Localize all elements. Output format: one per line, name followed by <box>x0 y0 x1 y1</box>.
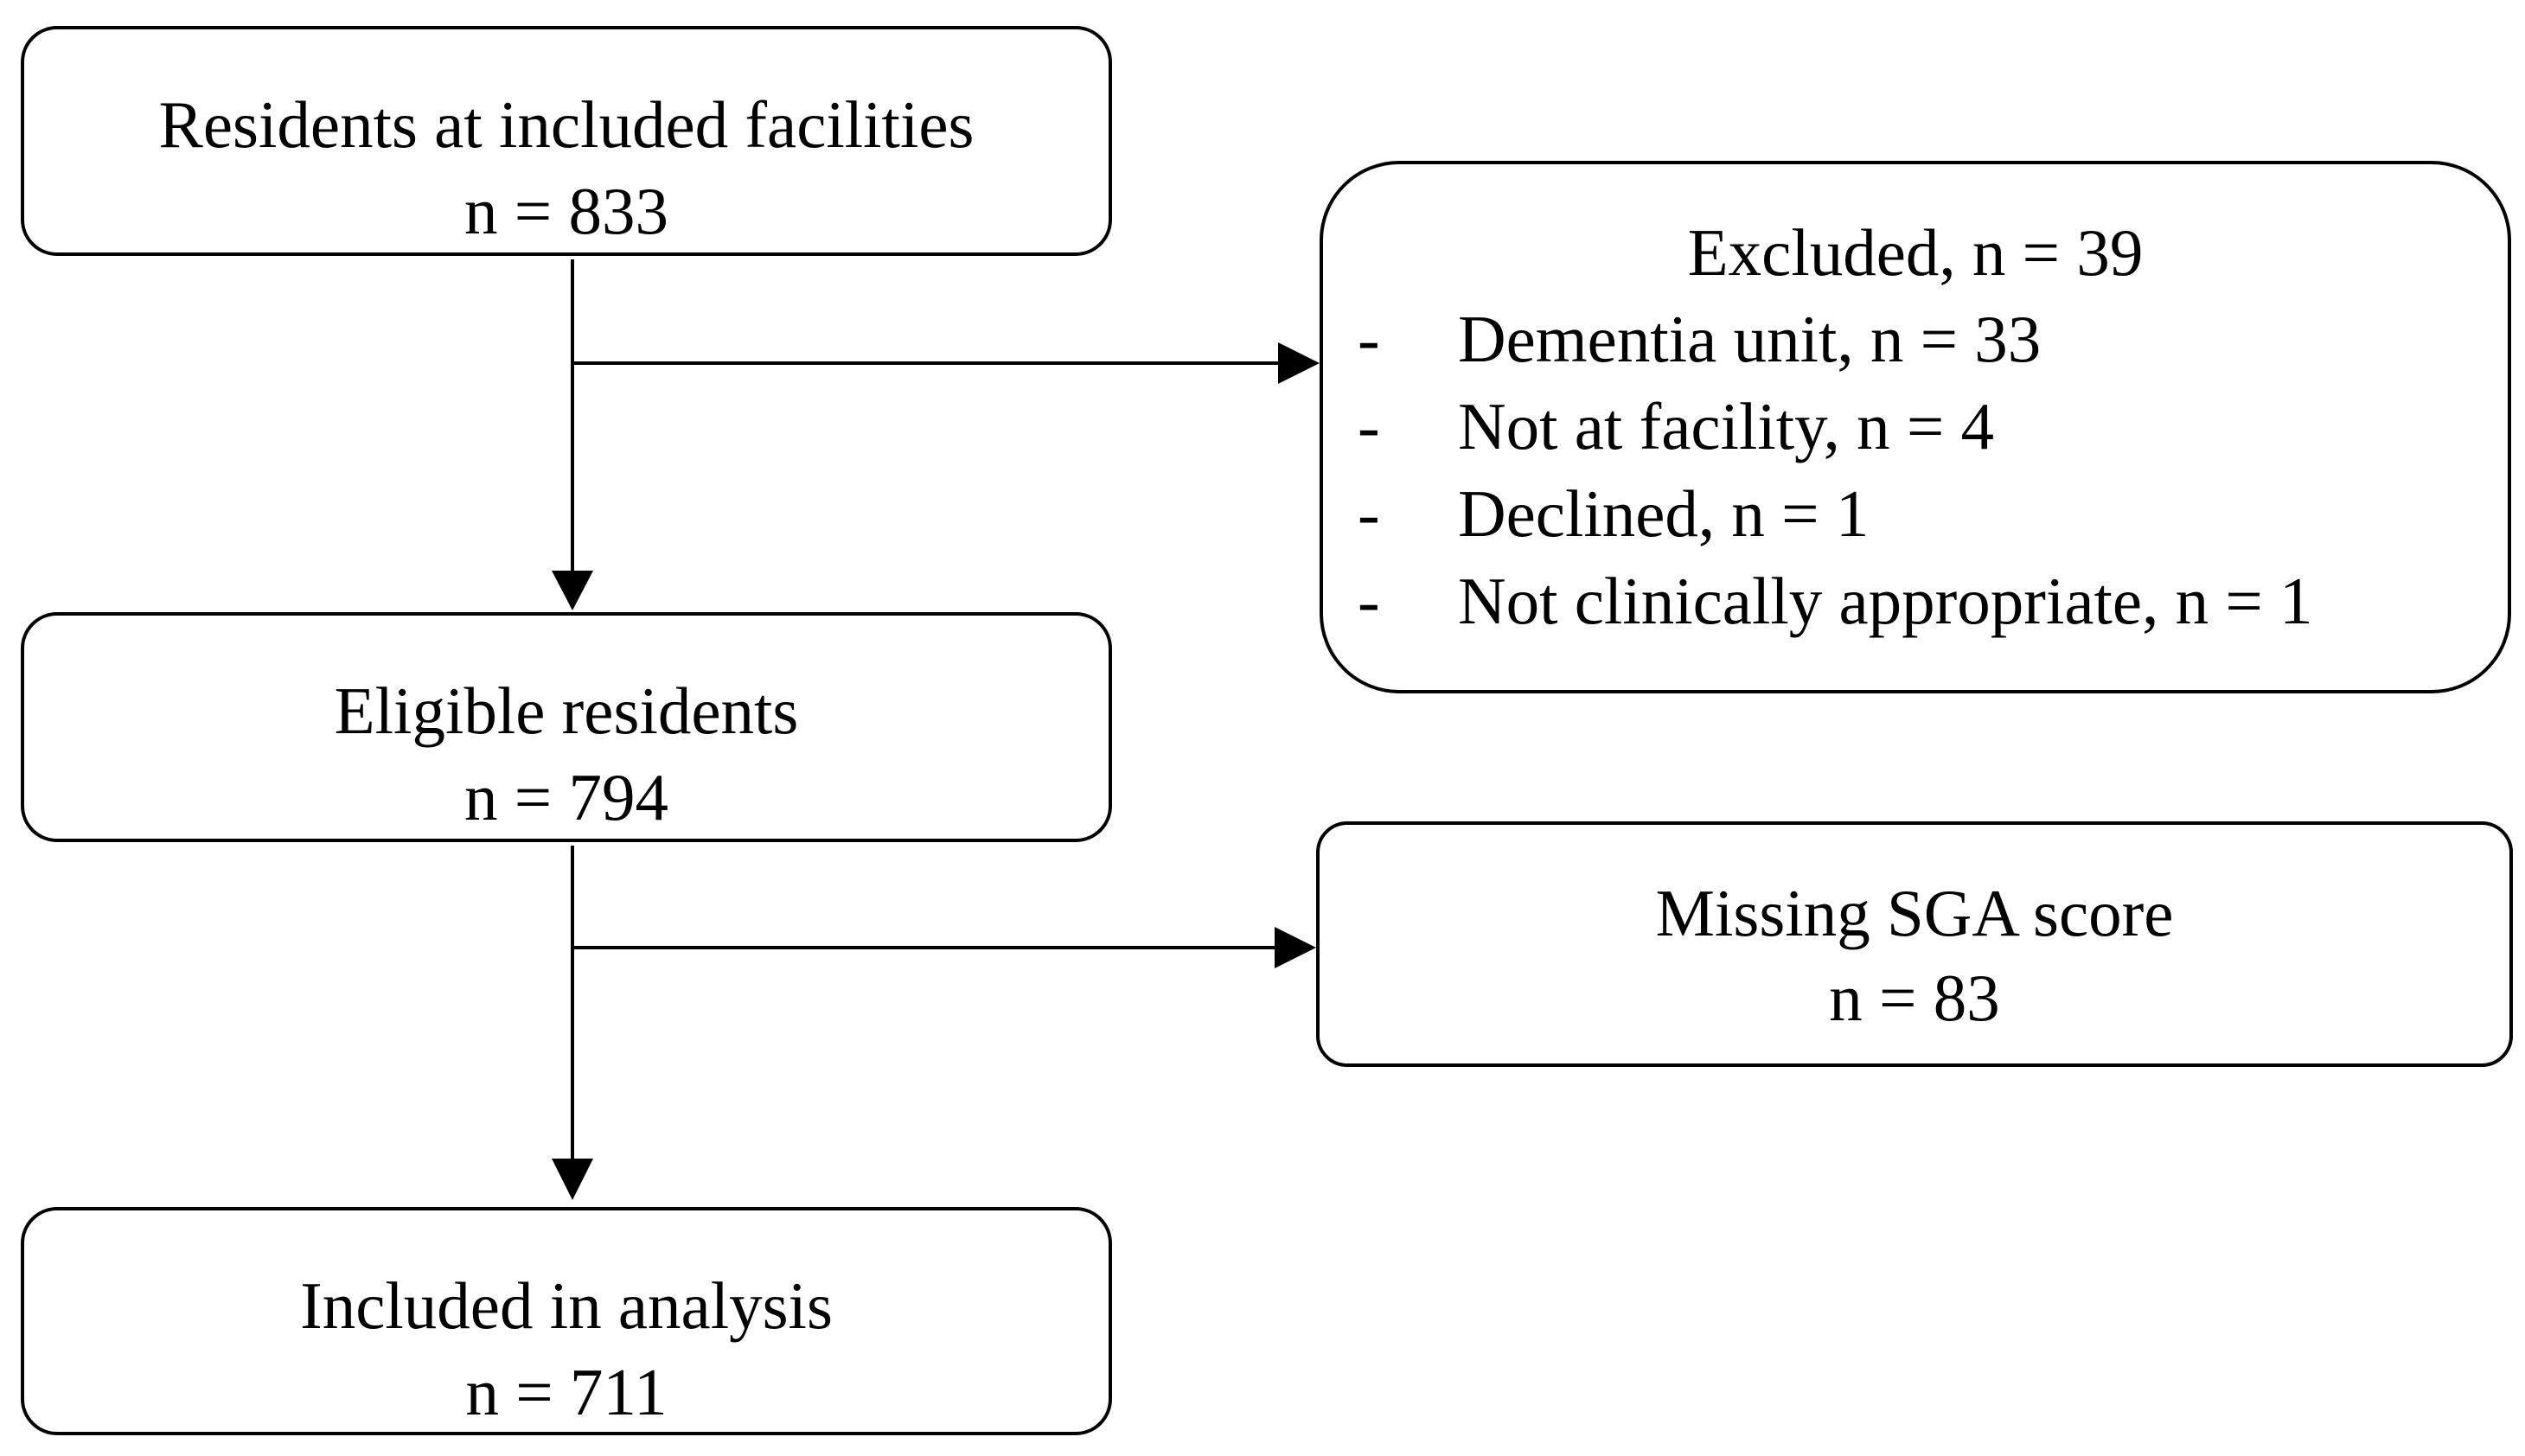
list-bullet: - <box>1358 476 1380 551</box>
excluded-title: Excluded, n = 39 <box>1687 215 2144 290</box>
list-bullet: - <box>1358 564 1380 638</box>
eligible-count: n = 794 <box>464 760 668 834</box>
missing-count: n = 83 <box>1829 961 2000 1035</box>
exclusion-reason-text: Not at facility, n = 4 <box>1458 389 1995 463</box>
arrowhead-right-excluded <box>1278 342 1320 384</box>
exclusion-reasons-list: - Dementia unit, n = 33 - Not at facility,… <box>1358 296 2313 645</box>
list-bullet: - <box>1358 389 1380 463</box>
arrowhead-down-included <box>552 1159 593 1200</box>
missing-title: Missing SGA score <box>1655 876 2174 950</box>
eligible-box: Eligible residents n = 794 <box>21 612 1112 842</box>
residents-box: Residents at included facilities n = 833 <box>21 26 1112 256</box>
residents-title: Residents at included facilities <box>158 87 975 162</box>
exclusion-reason-text: Not clinically appropriate, n = 1 <box>1458 564 2313 638</box>
excluded-box: Excluded, n = 39 - Dementia unit, n = 33 … <box>1320 161 2511 693</box>
residents-count: n = 833 <box>464 174 668 248</box>
arrowhead-right-missing <box>1275 927 1316 968</box>
exclusion-reason: - Dementia unit, n = 33 <box>1358 296 2313 383</box>
included-count: n = 711 <box>465 1355 668 1429</box>
missing-box: Missing SGA score n = 83 <box>1316 821 2513 1067</box>
exclusion-reason-text: Dementia unit, n = 33 <box>1458 302 2042 376</box>
exclusion-reason: - Not clinically appropriate, n = 1 <box>1358 558 2313 645</box>
exclusion-reason: - Not at facility, n = 4 <box>1358 383 2313 470</box>
included-box: Included in analysis n = 711 <box>21 1207 1112 1435</box>
arrowhead-down-eligible <box>552 571 593 610</box>
eligible-title: Eligible residents <box>334 674 799 748</box>
list-bullet: - <box>1358 302 1380 376</box>
exclusion-reason: - Declined, n = 1 <box>1358 470 2313 558</box>
included-title: Included in analysis <box>300 1268 833 1343</box>
exclusion-reason-text: Declined, n = 1 <box>1458 476 1870 551</box>
